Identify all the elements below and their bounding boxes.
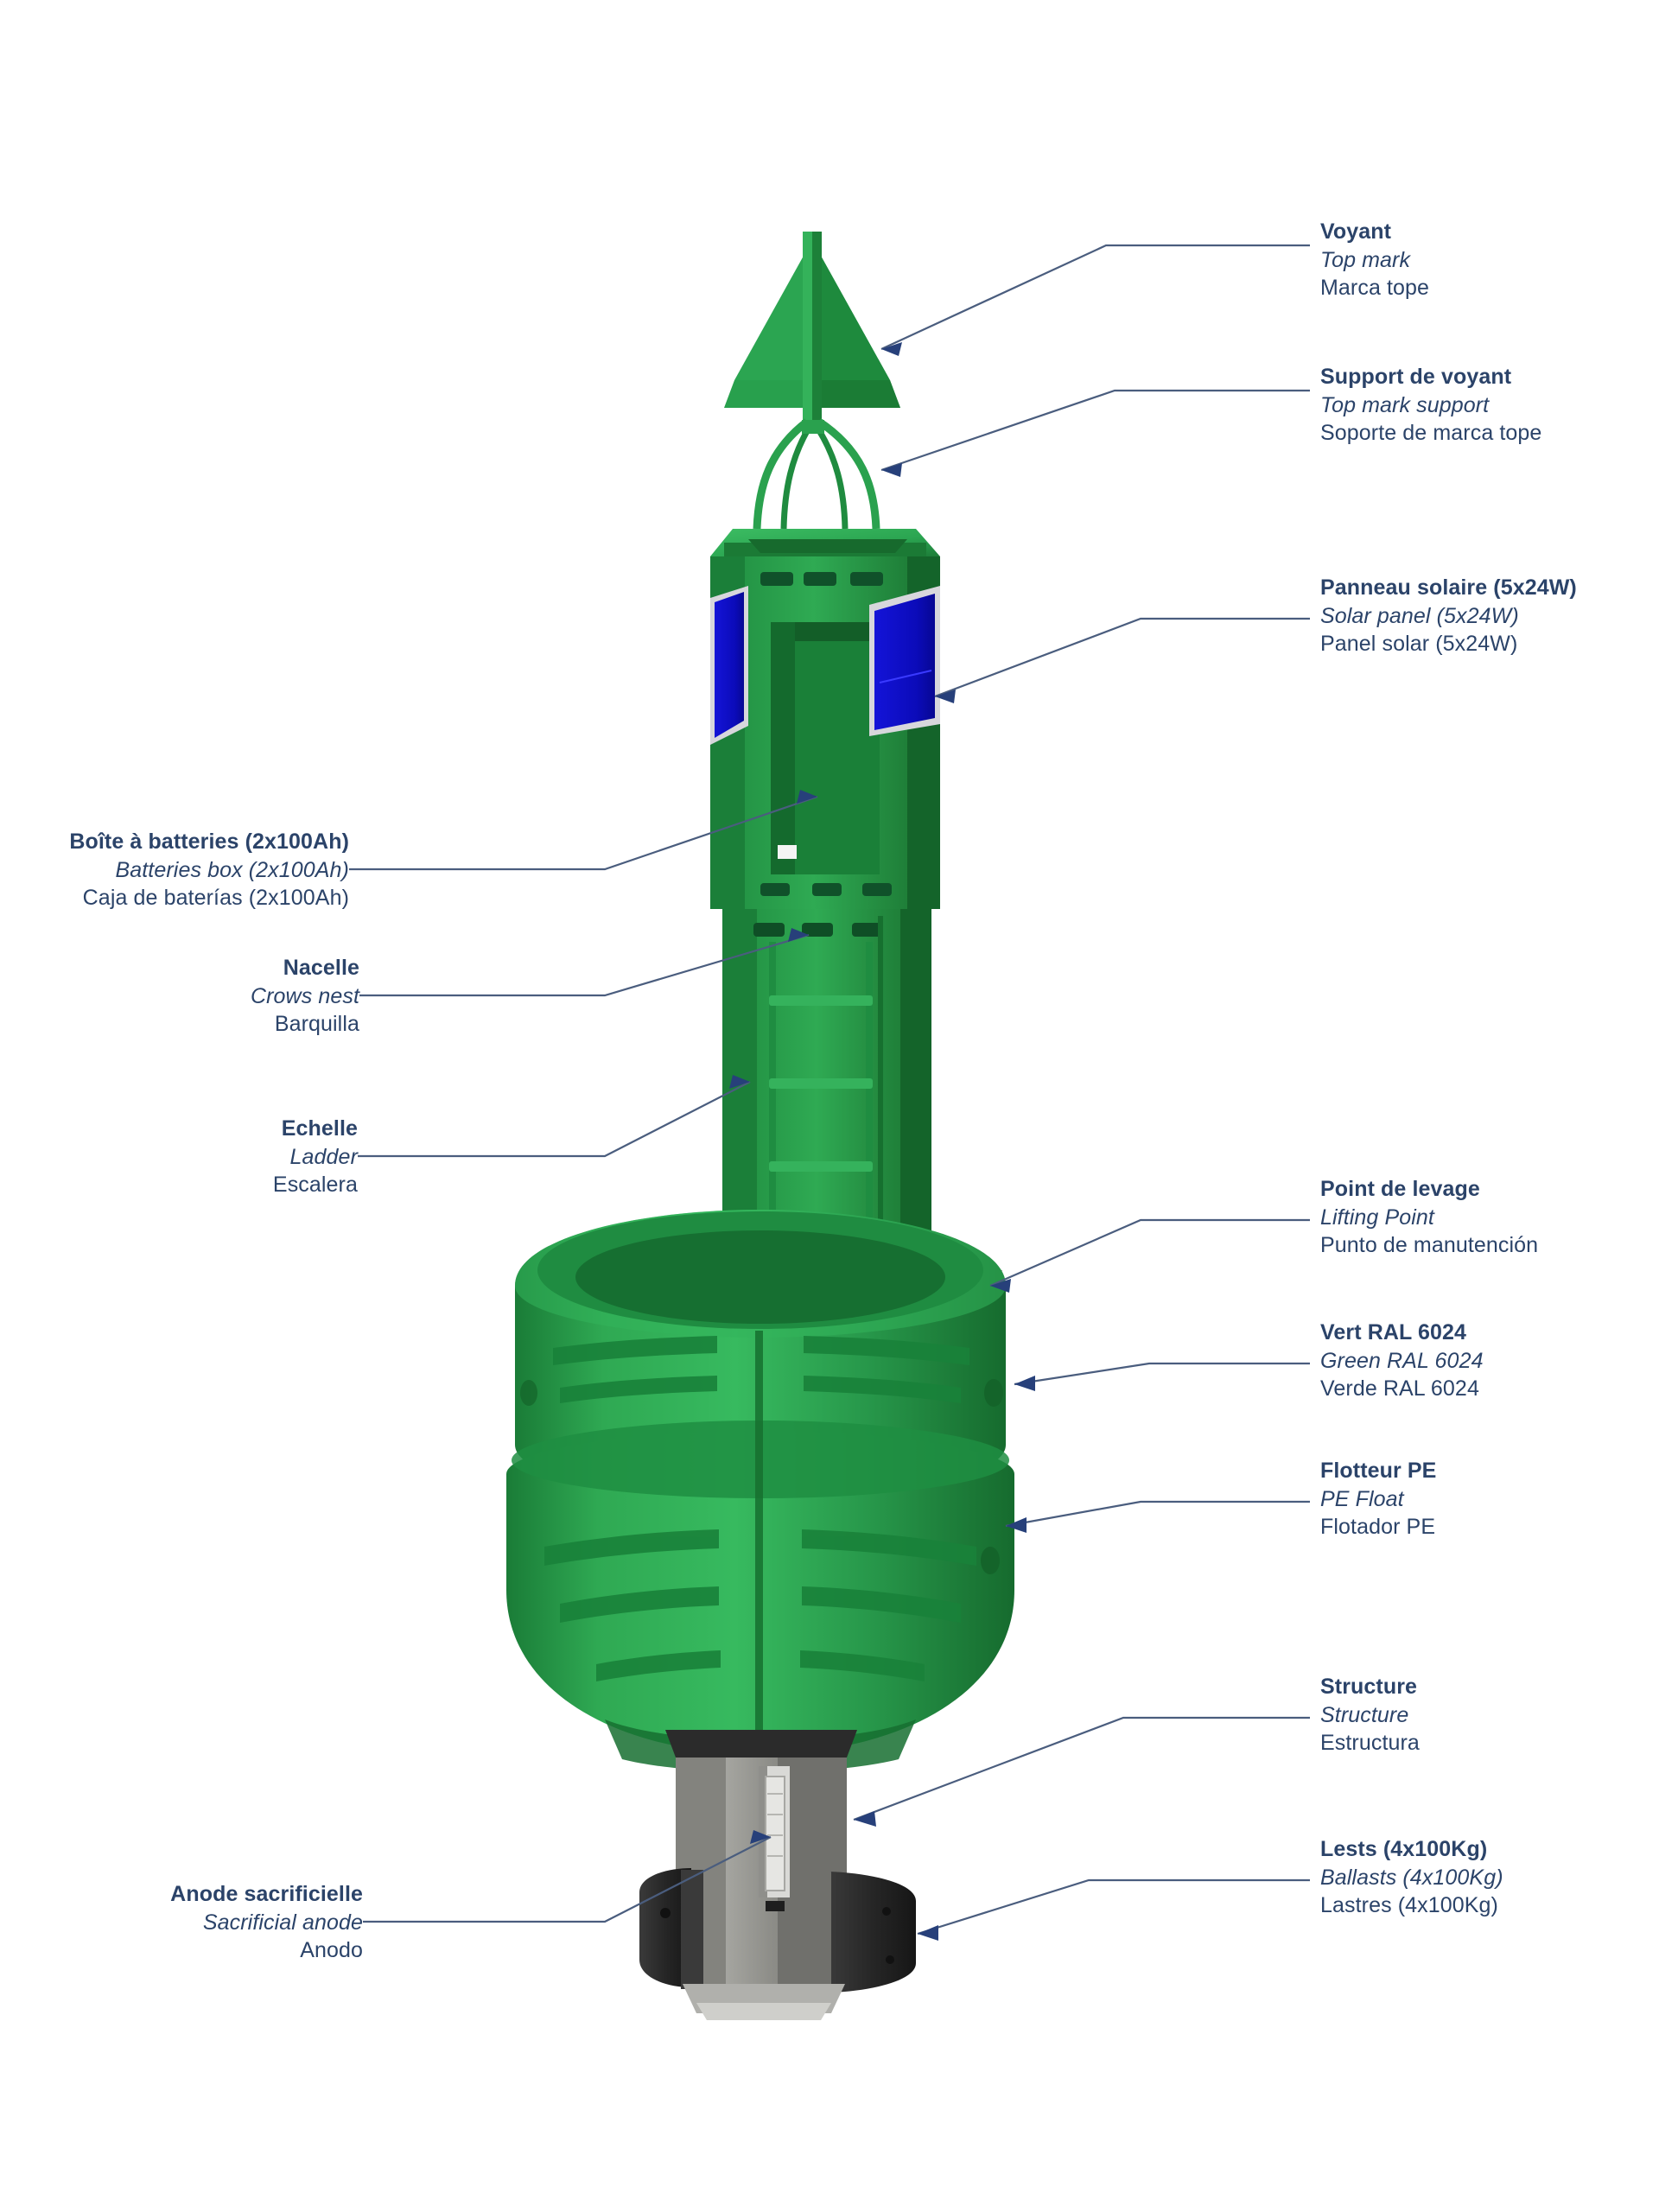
callout-green-ral: Vert RAL 6024 Green RAL 6024 Verde RAL 6… (1320, 1319, 1484, 1403)
callout-structure-fr: Structure (1320, 1675, 1418, 1699)
callout-top-mark-support-fr: Support de voyant (1320, 365, 1512, 389)
callout-lifting-point-en: Lifting Point (1320, 1205, 1434, 1230)
top-mark-graphic (724, 232, 900, 430)
callout-ballasts-fr: Lests (4x100Kg) (1320, 1837, 1488, 1861)
callout-lifting-point: Point de levage Lifting Point Punto de m… (1320, 1175, 1538, 1260)
callout-solar-panel-en: Solar panel (5x24W) (1320, 603, 1519, 628)
callout-ladder-es: Escalera (272, 1173, 358, 1197)
callout-structure: Structure Structure Estructura (1320, 1673, 1420, 1758)
callout-sacrificial-anode: Anode sacrificielle Sacrificial anode An… (0, 1880, 363, 1965)
sacrificial-anode-graphic (765, 1776, 785, 1891)
pe-float-graphic (506, 1210, 1014, 1772)
callout-lifting-point-es: Punto de manutención (1320, 1233, 1539, 1257)
callout-crows-nest: Nacelle Crows nest Barquilla (0, 954, 359, 1039)
callout-batteries-box-fr: Boîte à batteries (2x100Ah) (69, 830, 349, 854)
callout-ladder-fr: Echelle (281, 1116, 358, 1141)
callout-green-ral-en: Green RAL 6024 (1320, 1348, 1484, 1373)
callout-top-mark-support: Support de voyant Top mark support Sopor… (1320, 363, 1541, 448)
crows-nest-tower-graphic (710, 529, 940, 909)
callout-green-ral-es: Verde RAL 6024 (1320, 1376, 1479, 1401)
callout-sacrificial-anode-es: Anodo (300, 1938, 363, 1962)
callout-structure-en: Structure (1320, 1702, 1409, 1727)
callout-pe-float: Flotteur PE PE Float Flotador PE (1320, 1457, 1436, 1541)
solar-panel-right-graphic (869, 586, 940, 736)
ladder-section-graphic (722, 909, 931, 1244)
callout-lifting-point-fr: Point de levage (1320, 1177, 1480, 1201)
callout-ladder-en: Ladder (289, 1144, 358, 1169)
top-mark-support-graphic (753, 418, 880, 530)
callout-pe-float-en: PE Float (1320, 1486, 1404, 1511)
callout-ballasts: Lests (4x100Kg) Ballasts (4x100Kg) Lastr… (1320, 1835, 1503, 1920)
callout-top-mark-en: Top mark (1320, 247, 1411, 272)
callout-batteries-box-es: Caja de baterías (2x100Ah) (82, 886, 349, 910)
callout-ballasts-en: Ballasts (4x100Kg) (1320, 1865, 1503, 1890)
solar-panel-left-graphic (710, 586, 748, 745)
callout-sacrificial-anode-en: Sacrificial anode (202, 1910, 363, 1935)
callout-sacrificial-anode-fr: Anode sacrificielle (170, 1882, 363, 1906)
callout-solar-panel: Panneau solaire (5x24W) Solar panel (5x2… (1320, 574, 1577, 658)
callout-top-mark-support-en: Top mark support (1320, 392, 1490, 417)
callout-structure-es: Estructura (1320, 1731, 1420, 1755)
callout-pe-float-es: Flotador PE (1320, 1515, 1436, 1539)
callout-batteries-box-en: Batteries box (2x100Ah) (115, 857, 349, 882)
callout-crows-nest-en: Crows nest (250, 983, 359, 1008)
callout-ladder: Echelle Ladder Escalera (0, 1115, 358, 1199)
callout-pe-float-fr: Flotteur PE (1320, 1459, 1437, 1483)
callout-top-mark-support-es: Soporte de marca tope (1320, 421, 1542, 445)
callout-top-mark: Voyant Top mark Marca tope (1320, 218, 1429, 302)
callout-crows-nest-es: Barquilla (274, 1012, 359, 1036)
callout-crows-nest-fr: Nacelle (283, 956, 359, 980)
callout-batteries-box: Boîte à batteries (2x100Ah) Batteries bo… (0, 828, 349, 912)
callout-green-ral-fr: Vert RAL 6024 (1320, 1320, 1466, 1344)
callout-top-mark-fr: Voyant (1320, 219, 1392, 244)
callout-solar-panel-es: Panel solar (5x24W) (1320, 632, 1518, 656)
callout-top-mark-es: Marca tope (1320, 276, 1430, 300)
callout-ballasts-es: Lastres (4x100Kg) (1320, 1893, 1498, 1917)
tail-structure-graphic (639, 1730, 916, 2020)
callout-solar-panel-fr: Panneau solaire (5x24W) (1320, 575, 1577, 600)
